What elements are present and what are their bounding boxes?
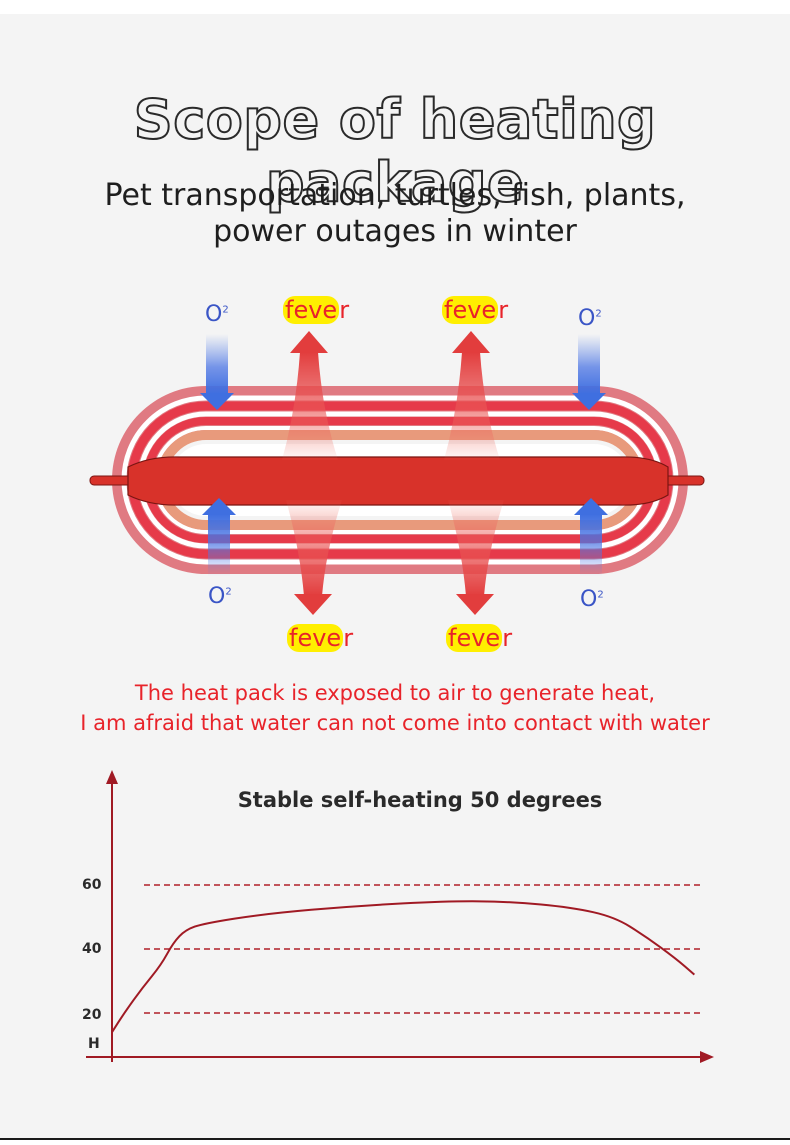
o2-label-top-right: O2 bbox=[578, 306, 602, 331]
o2-label-top-left: O2 bbox=[205, 302, 229, 327]
subtitle: Pet transportation, turtles, fish, plant… bbox=[0, 178, 790, 250]
fever-label-bottom-right: fever bbox=[446, 624, 513, 652]
o2-label-bottom-right: O2 bbox=[580, 587, 604, 612]
heating-package-diagram bbox=[89, 331, 705, 615]
bottom-divider bbox=[0, 1138, 790, 1140]
subtitle-line-2: power outages in winter bbox=[213, 214, 577, 249]
page-background bbox=[0, 14, 790, 1138]
y-tick-label-40: 40 bbox=[82, 941, 102, 957]
fever-label-bottom-left: fever bbox=[287, 624, 354, 652]
o2-arrow-top-left bbox=[200, 334, 234, 410]
o2-arrow-bottom-right bbox=[574, 498, 608, 576]
chart-title: Stable self-heating 50 degrees bbox=[237, 788, 603, 812]
core-tube bbox=[127, 456, 669, 506]
page-title: Scope of heating package bbox=[133, 87, 657, 215]
chart-axes bbox=[86, 770, 714, 1063]
warning-line-2: I am afraid that water can not come into… bbox=[80, 711, 710, 735]
series-line-0 bbox=[111, 900, 696, 1033]
y-tick-label-60: 60 bbox=[82, 877, 102, 893]
chart-series bbox=[111, 900, 696, 1033]
x-axis-arrowhead bbox=[700, 1051, 714, 1063]
y-axis-label: H bbox=[88, 1036, 100, 1052]
warning-text: The heat pack is exposed to air to gener… bbox=[0, 678, 790, 738]
o2-arrow-top-right bbox=[572, 334, 606, 410]
y-axis-arrowhead bbox=[106, 770, 118, 784]
heat-arrow-down-right bbox=[448, 500, 504, 615]
fever-label-top-left: fever bbox=[283, 296, 350, 324]
o2-label-bottom-left: O2 bbox=[208, 584, 232, 609]
subtitle-line-1: Pet transportation, turtles, fish, plant… bbox=[104, 178, 686, 213]
warning-line-1: The heat pack is exposed to air to gener… bbox=[134, 681, 656, 705]
y-tick-label-20: 20 bbox=[82, 1007, 102, 1023]
fever-label-top-right: fever bbox=[442, 296, 509, 324]
o2-arrow-bottom-left bbox=[202, 498, 236, 576]
heat-arrow-down-left bbox=[286, 500, 342, 615]
heat-arrow-up-left bbox=[282, 331, 338, 460]
chart-reference-lines bbox=[144, 884, 702, 1014]
heat-arrow-up-right bbox=[444, 331, 500, 460]
